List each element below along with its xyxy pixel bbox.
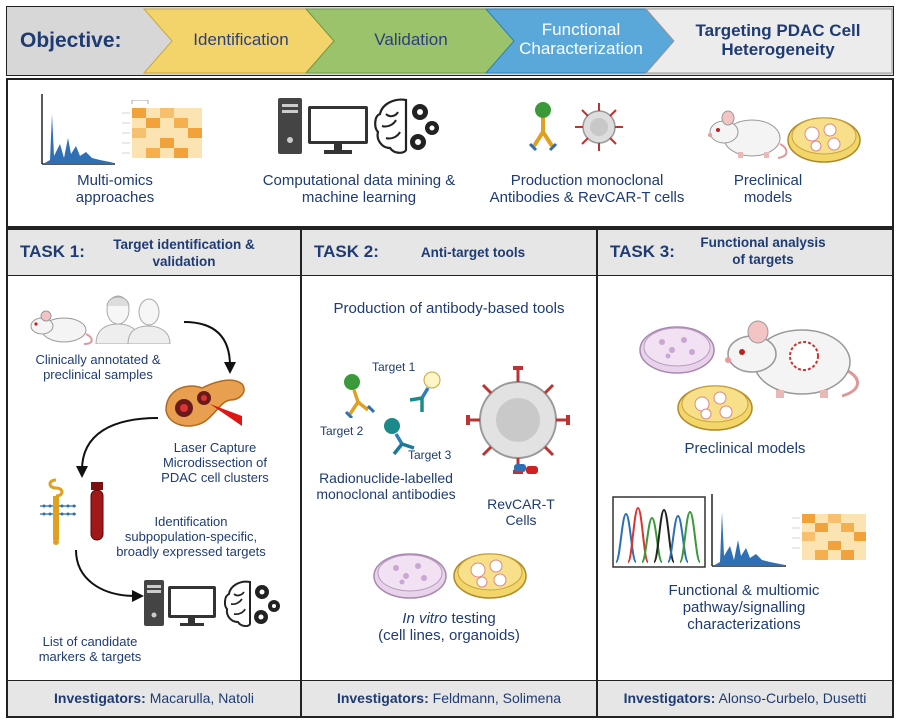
task1-samples-label: Clinically annotated & preclinical sampl…: [35, 352, 161, 382]
task1-candidates-label: List of candidate markers & targets: [38, 634, 142, 664]
invitro-sub: (cell lines, organoids): [378, 627, 520, 644]
step-validation: Validation: [374, 30, 448, 49]
task2-footer: Investigators: Feldmann, Solimena: [302, 680, 596, 716]
step-identification: Identification: [193, 30, 289, 49]
sequencing-chromatogram-icon: [612, 496, 706, 568]
task3-investigators-label: Investigators:: [623, 690, 716, 706]
task3-petri-pink-icon: [639, 326, 715, 374]
receptor-membrane-icon: [40, 478, 76, 545]
task1-arrow-1: [183, 321, 236, 374]
target1-label: Target 1: [372, 360, 416, 374]
pancreas-laser-icon: [165, 379, 245, 427]
invitro-testing: testing: [451, 610, 496, 627]
task3-heatmap-icon: [792, 514, 866, 560]
patients-icon: [95, 295, 171, 344]
objective-banner: Objective: Identification Validation Fun…: [6, 6, 894, 76]
blood-tube-icon: [90, 482, 104, 541]
task3-number: TASK 3:: [610, 242, 675, 261]
approach-antibodies-label: Production monoclonal Antibodies & RevCA…: [489, 172, 685, 206]
targeting-chevron: [644, 8, 893, 74]
task2-investigators-label: Investigators:: [336, 690, 429, 706]
task1-computer-icon: [144, 580, 216, 626]
approach-multiomics-label: Multi-omics approaches: [75, 172, 155, 206]
antibody-teal-icon: [384, 418, 415, 456]
task3-preclinical-label: Preclinical models: [684, 440, 806, 457]
mouse-icon: [708, 110, 788, 159]
task3-footer: Investigators: Alonso-Curbelo, Dusetti: [598, 680, 892, 716]
radionuclide-label: Radionuclide-labelled monoclonal antibod…: [316, 470, 456, 502]
invitro-label: In vitro testing (cell lines, organoids): [304, 610, 594, 644]
target2-label: Target 2: [320, 424, 364, 438]
task3-functional-label: Functional & multiomic pathway/signallin…: [668, 582, 820, 633]
multiomics-spectrum-icon: [41, 94, 115, 165]
step-functional: Functional Characterization: [519, 20, 643, 58]
task2-header: TASK 2: Anti-target tools: [302, 230, 596, 276]
antibody-icon: [528, 102, 558, 152]
revcar-label: RevCAR-T Cells: [487, 496, 555, 528]
task2-investigators: Feldmann, Solimena: [432, 690, 562, 706]
invitro-italic: In vitro: [402, 610, 448, 627]
brain-gears-icon: [374, 98, 439, 154]
petri-yellow-icon: [453, 553, 527, 599]
target3-label: Target 3: [408, 448, 452, 462]
revcar-t-icon: [575, 103, 623, 151]
revcar-t-cell-icon: [466, 366, 570, 474]
task3-spectrum-icon: [711, 494, 786, 567]
computer-icon: [278, 98, 368, 154]
task1-investigators-label: Investigators:: [54, 690, 146, 706]
approach-preclinical-label: Preclinical models: [733, 172, 803, 206]
task1-arrow-3: [75, 549, 144, 602]
task3-mouse-icon: [725, 320, 859, 398]
task3-investigators: Alonso-Curbelo, Dusetti: [718, 690, 867, 706]
task1-title: Target identification & validation: [113, 237, 255, 269]
task1-mouse-icon: [30, 310, 93, 345]
task1-lcm-label: Laser Capture Microdissection of PDAC ce…: [161, 440, 269, 485]
task1-identification-label: Identification subpopulation-specific, b…: [116, 514, 266, 559]
task3-petri-yellow-icon: [677, 385, 753, 431]
antibody-green-icon: [344, 374, 376, 418]
petri-pink-icon: [373, 553, 447, 599]
task1-number: TASK 1:: [20, 242, 85, 261]
task1-header: TASK 1: Target identification & validati…: [8, 230, 300, 276]
step-targeting: Targeting PDAC Cell Heterogeneity: [695, 21, 861, 59]
multiomics-heatmap-icon: [122, 100, 202, 158]
task2-number: TASK 2:: [314, 242, 379, 261]
task1-brain-gears-icon: [223, 580, 280, 628]
approach-computational-label: Computational data mining & machine lear…: [262, 172, 456, 206]
task1-footer: Investigators: Macarulla, Natoli: [8, 680, 300, 716]
task2-subtitle: Production of antibody-based tools: [333, 300, 565, 317]
petri-dish-icon: [787, 117, 861, 163]
task1-investigators: Macarulla, Natoli: [149, 690, 254, 706]
task3-panel: [596, 228, 894, 718]
antibody-yellow-icon: [409, 371, 441, 412]
task1-arrow-2: [76, 417, 159, 478]
task2-title: Anti-target tools: [420, 245, 526, 260]
task3-header: TASK 3: Functional analysis of targets: [598, 230, 892, 276]
objective-label: Objective:: [20, 29, 122, 52]
task3-title: Functional analysis of targets: [700, 235, 826, 267]
